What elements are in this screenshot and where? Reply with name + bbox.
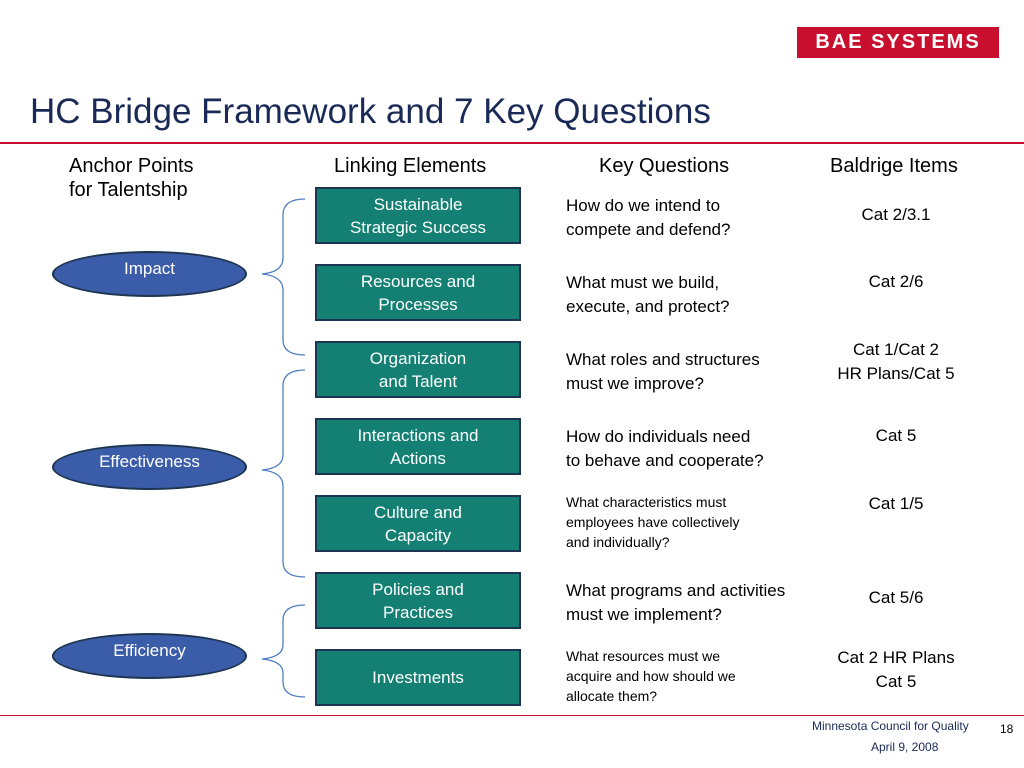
slide-title: HC Bridge Framework and 7 Key Questions [30,92,711,131]
baldrige-item-1: Cat 2/3.1 [861,205,931,224]
linking-element-sustainable-strategic-success: Sustainable Strategic Success [315,187,521,244]
column-header-linking-elements: Linking Elements [334,155,487,177]
key-question-1: How do we intend to compete and defend? [566,196,731,239]
linking-element-interactions-and-actions: Interactions and Actions [315,418,521,475]
bracket-efficiency [261,604,306,698]
key-question-6: What programs and activities must we imp… [566,581,786,624]
key-question-7: What resources must we acquire and how s… [566,648,736,704]
baldrige-item-6: Cat 5/6 [868,588,924,607]
bracket-impact [261,198,306,356]
anchor-efficiency: Efficiency [52,633,247,679]
page-number: 18 [1000,722,1014,736]
linking-element-organization-and-talent: Organization and Talent [315,341,521,398]
footer-organization: Minnesota Council for Quality [812,719,969,733]
linking-element-investments: Investments [315,649,521,706]
baldrige-item-5: Cat 1/5 [868,494,924,513]
key-question-2: What must we build, execute, and protect… [566,273,730,316]
bottom-divider [0,715,1024,716]
linking-element-resources-and-processes: Resources and Processes [315,264,521,321]
top-divider [0,142,1024,144]
baldrige-item-4: Cat 5 [875,426,917,445]
key-question-3: What roles and structures must we improv… [566,350,760,393]
bracket-effectiveness [261,369,306,578]
linking-element-culture-and-capacity: Culture and Capacity [315,495,521,552]
footer-date: April 9, 2008 [871,740,939,754]
column-header-anchor-points: Anchor Points for Talentship [69,155,194,201]
baldrige-item-3: Cat 1/Cat 2 HR Plans/Cat 5 [837,340,955,383]
linking-element-policies-and-practices: Policies and Practices [315,572,521,629]
key-question-4: How do individuals need to behave and co… [566,427,764,470]
key-question-5: What characteristics must employees have… [566,494,740,550]
column-header-baldrige-items: Baldrige Items [830,155,958,177]
anchor-effectiveness: Effectiveness [52,444,247,490]
baldrige-item-2: Cat 2/6 [868,272,924,291]
bae-systems-logo: BAE SYSTEMS [797,27,999,58]
baldrige-item-7: Cat 2 HR Plans Cat 5 [837,648,955,691]
column-header-key-questions: Key Questions [599,155,730,177]
anchor-impact: Impact [52,251,247,297]
